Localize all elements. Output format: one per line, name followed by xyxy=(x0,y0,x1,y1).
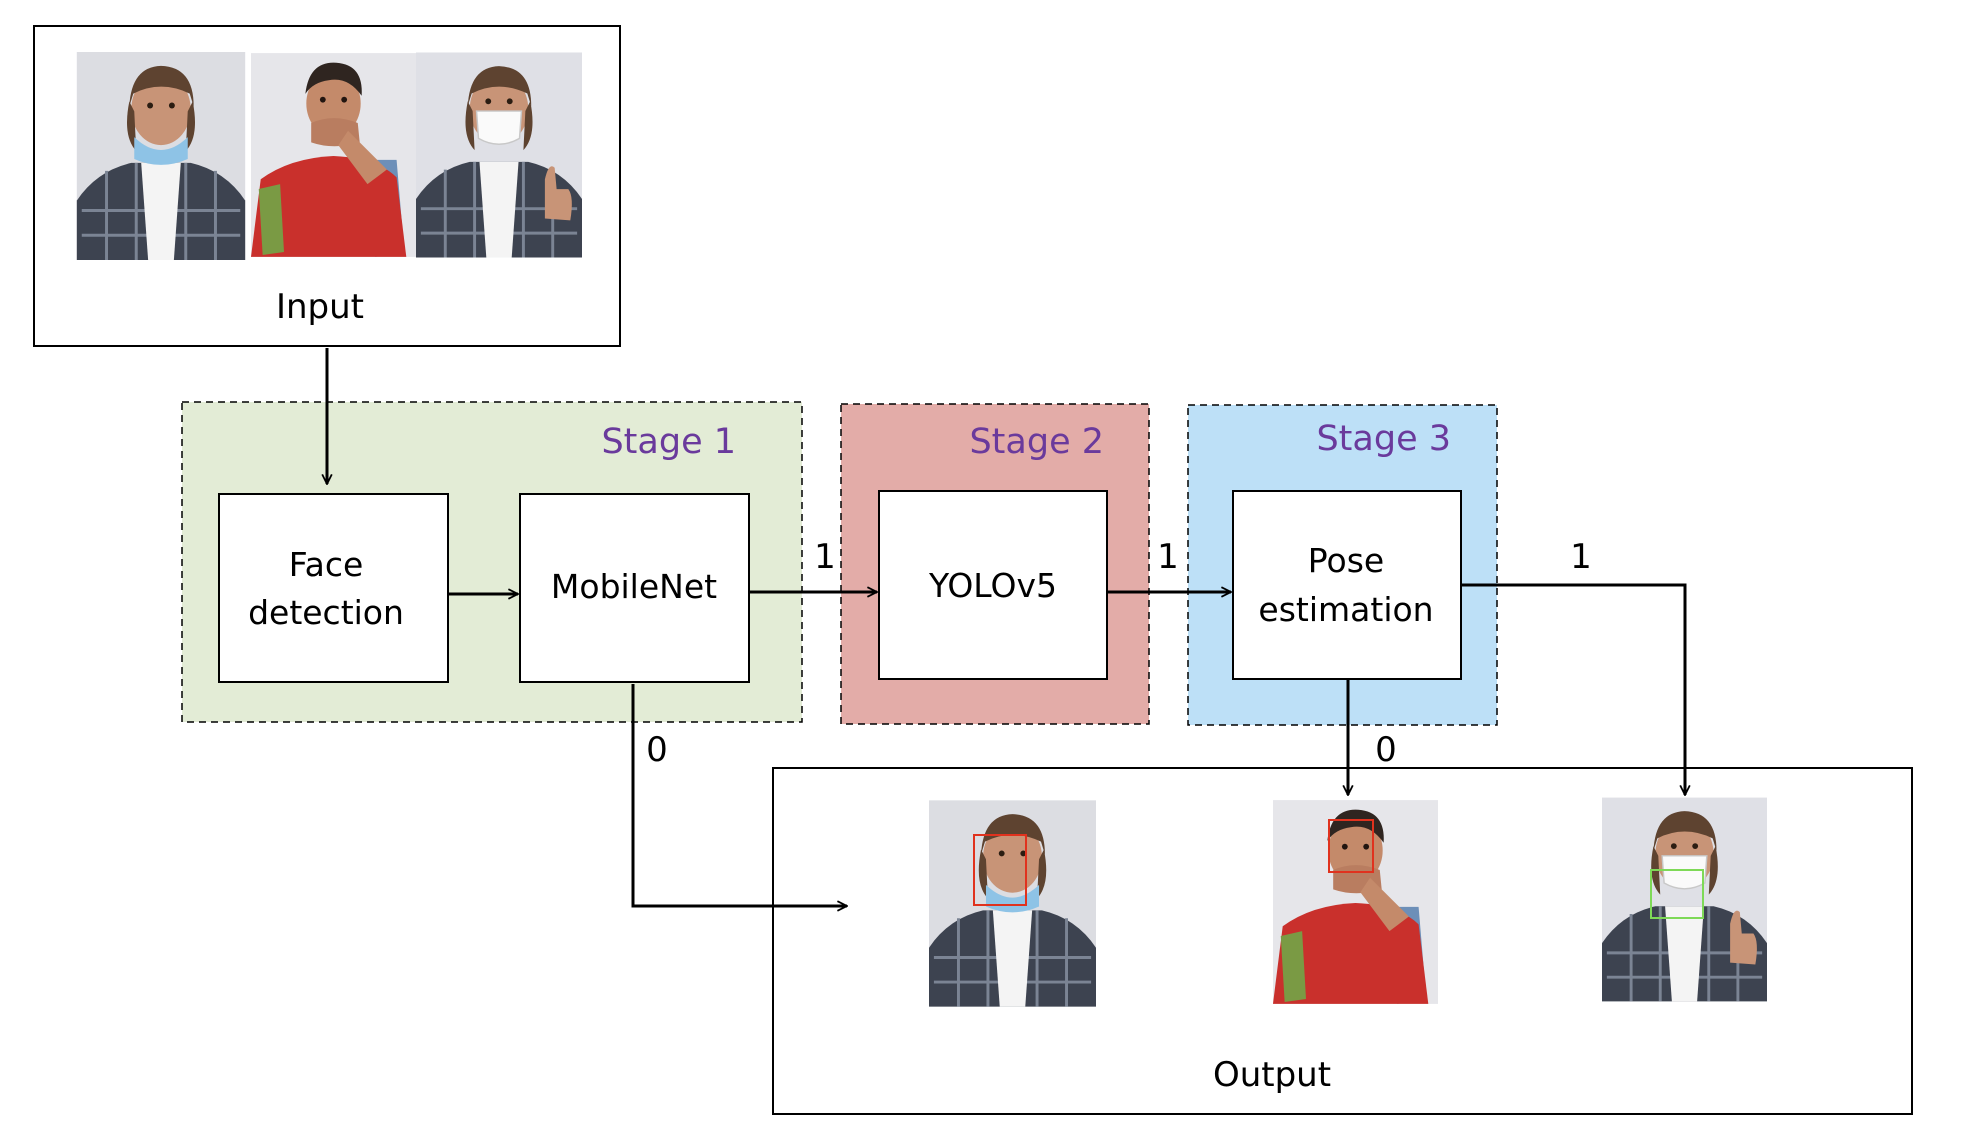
stage-2-label: Stage 2 xyxy=(969,422,1104,462)
edge-label-mobilenet-to-yolov5: 1 xyxy=(814,537,836,577)
output-photo-hand-over-mouth xyxy=(1273,800,1438,1004)
stage-3-label: Stage 3 xyxy=(1316,419,1451,459)
face-detection-label-line2: detection xyxy=(248,593,404,632)
input-label: Input xyxy=(276,287,364,327)
output-detection-box-red-1 xyxy=(973,834,1027,906)
edge-mobilenet-to-output xyxy=(631,684,847,906)
pose-estimation-node xyxy=(1232,490,1462,680)
face-detection-node xyxy=(218,493,449,683)
output-photo-mask-under-chin xyxy=(929,798,1096,1009)
edge-label-pose-to-output-hand: 0 xyxy=(1375,730,1397,770)
input-photo-mask-on xyxy=(416,50,582,260)
edge-label-mobilenet-to-output: 0 xyxy=(646,730,668,770)
output-photo-mask-on xyxy=(1602,796,1767,1003)
input-photo-mask-under-chin xyxy=(75,52,247,260)
edge-label-pose-to-output-mask: 1 xyxy=(1570,537,1592,577)
output-detection-box-red-2 xyxy=(1328,819,1374,873)
edge-pose-to-output-mask xyxy=(1462,583,1685,795)
pose-estimation-label-line1: Pose xyxy=(1308,541,1384,580)
edge-label-yolov5-to-pose: 1 xyxy=(1157,537,1179,577)
mobilenet-node xyxy=(519,493,750,683)
output-label: Output xyxy=(1213,1055,1331,1095)
face-detection-label-line1: Face xyxy=(289,545,364,584)
pose-estimation-label-line2: estimation xyxy=(1258,590,1433,629)
yolov5-label: YOLOv5 xyxy=(928,566,1057,605)
output-detection-box-green xyxy=(1650,869,1704,919)
yolov5-node xyxy=(878,490,1108,680)
stage-1-label: Stage 1 xyxy=(601,422,736,462)
mobilenet-label: MobileNet xyxy=(551,567,717,606)
input-photo-hand-over-mouth xyxy=(251,53,416,257)
